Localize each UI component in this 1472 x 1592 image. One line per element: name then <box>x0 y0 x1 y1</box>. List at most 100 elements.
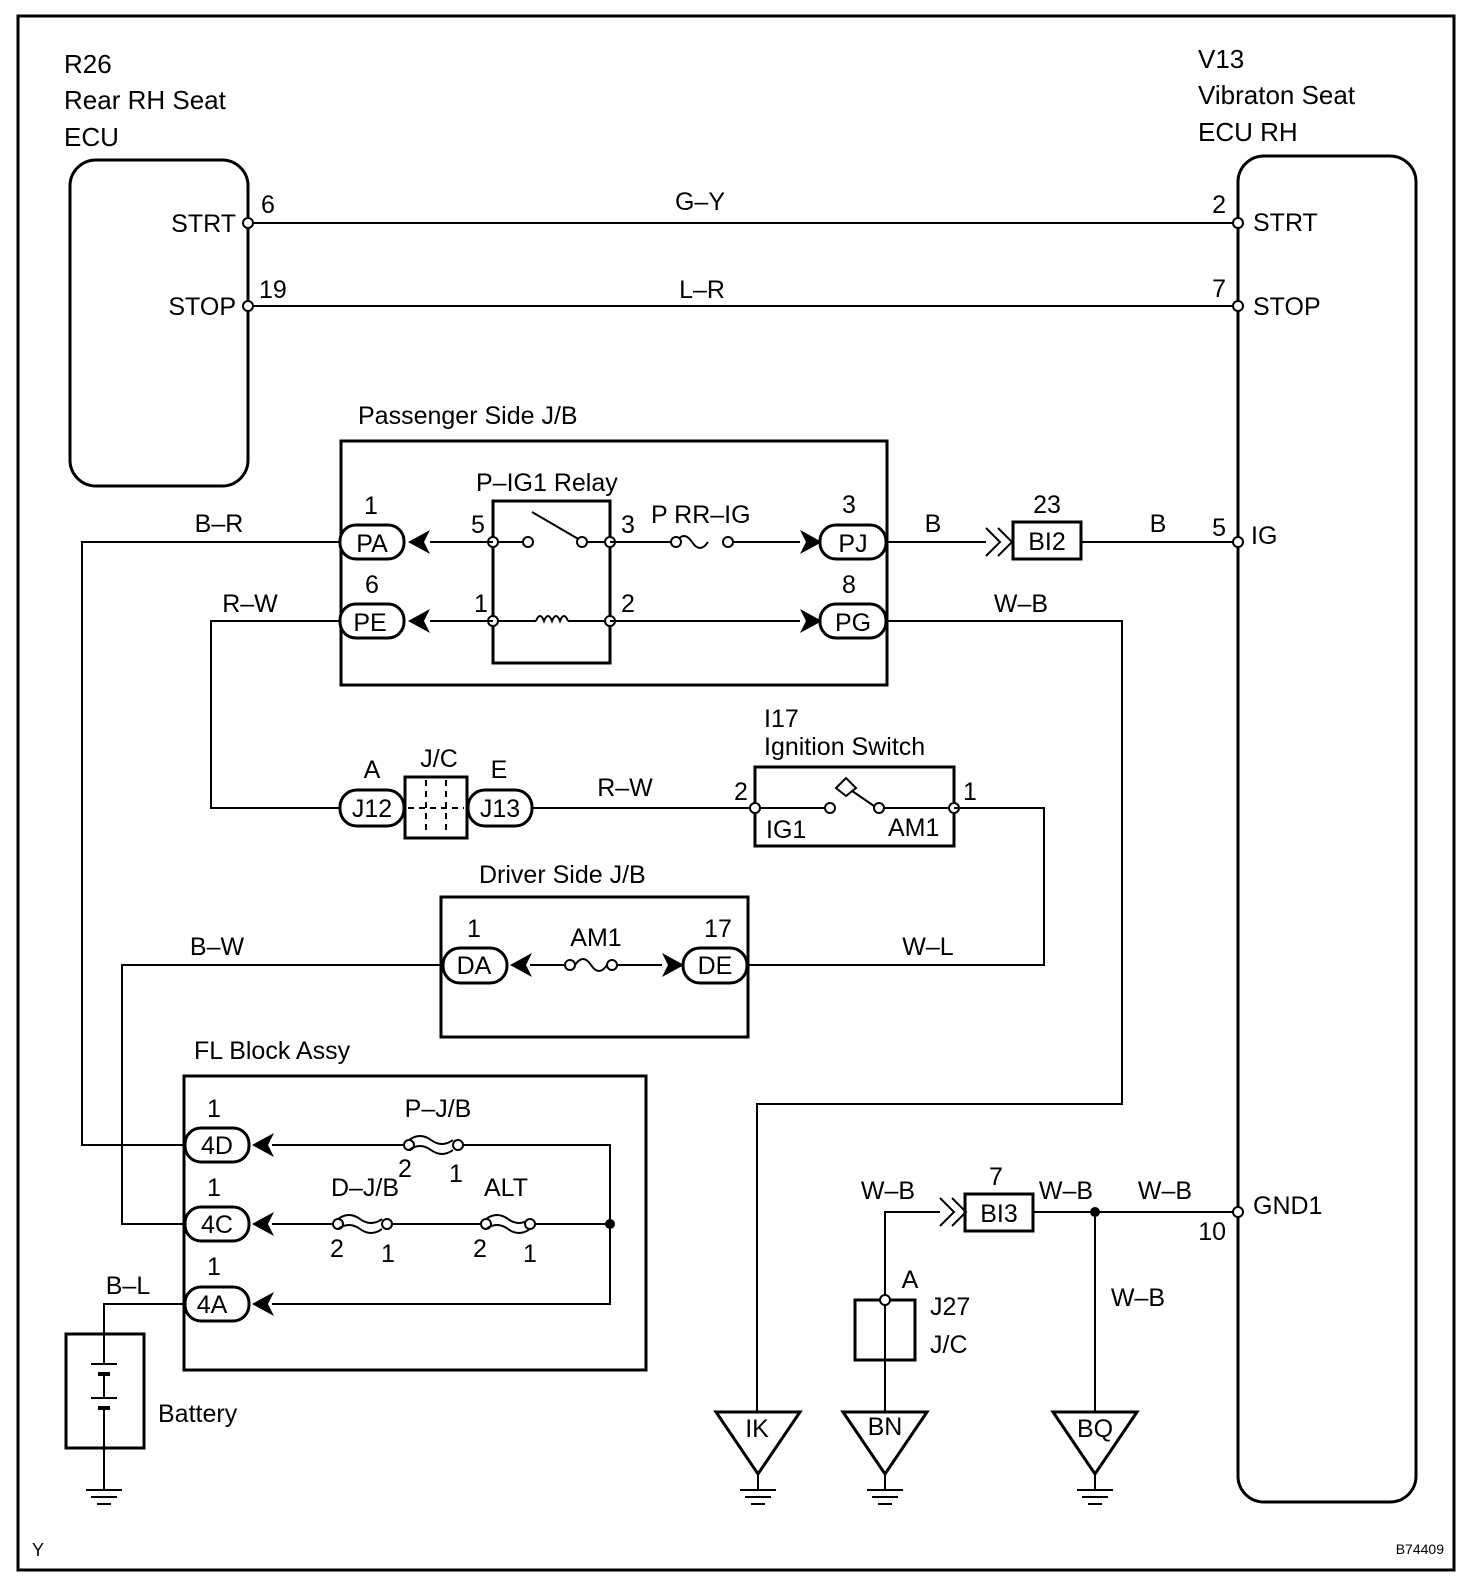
i17-pin2 <box>749 802 761 814</box>
i17-pin2-num: 2 <box>734 778 748 806</box>
djb-title: Driver Side J/B <box>479 861 646 889</box>
jc-title: J/C <box>420 745 458 773</box>
relay-coil <box>535 615 569 624</box>
r26-body <box>68 158 250 488</box>
connector-pa-pin: 1 <box>364 492 378 520</box>
wire-lr-label: L–R <box>679 276 725 304</box>
ground-ik: IK <box>713 1410 803 1505</box>
battery: Battery <box>64 1332 238 1505</box>
ground-bq-icon <box>1077 1489 1113 1505</box>
r26-stop-terminal <box>242 300 254 312</box>
v13-pin-stop: STOP <box>1253 293 1321 321</box>
relay-pin1-num: 1 <box>474 590 488 618</box>
fuse-djb-pin2-num: 2 <box>330 1235 344 1263</box>
j27-terminal <box>879 1294 891 1306</box>
wire-rw2-label: R–W <box>597 774 653 802</box>
v13-name-line1: Vibraton Seat <box>1198 80 1356 110</box>
connector-pg-pin: 8 <box>842 571 856 599</box>
i17-name: Ignition Switch <box>764 733 925 761</box>
bi2-pin: 23 <box>1033 491 1061 519</box>
r26-pin-strt: STRT <box>171 210 236 238</box>
i17-ig1: IG1 <box>766 816 806 844</box>
v13-pin-gnd-num: 10 <box>1198 1218 1226 1246</box>
j27-junction: A J27 J/C <box>853 1266 970 1412</box>
fuse-p-rr-ig-label: P RR–IG <box>651 501 751 529</box>
wire-bl-label: B–L <box>106 1272 151 1300</box>
v13-body <box>1236 154 1418 1504</box>
ground-bn: BN <box>840 1410 930 1505</box>
connector-4d <box>183 1126 251 1164</box>
ignition-switch: I17 Ignition Switch 2 1 IG1 AM1 <box>734 705 977 848</box>
ground-bq-label: BQ <box>1077 1415 1113 1443</box>
fuse-alt <box>485 1214 531 1234</box>
bi2-arrow <box>985 527 1014 557</box>
wire-rw1 <box>210 620 340 809</box>
relay-contact-right <box>576 536 588 548</box>
ground-bn-triangle <box>840 1410 930 1477</box>
connector-pj-arrow <box>800 530 822 554</box>
connector-de-pin: 17 <box>704 915 732 943</box>
i17-pin1-num: 1 <box>963 778 977 806</box>
relay-pin5-num: 5 <box>471 511 485 539</box>
connector-pe-label: PE <box>353 609 386 637</box>
ground-ik-triangle <box>713 1410 803 1477</box>
j27-code: J27 <box>930 1293 970 1321</box>
connector-4d-arrow <box>252 1133 274 1157</box>
fuse-p-rr-ig-l <box>670 536 682 548</box>
connector-pg-arrow <box>800 609 822 633</box>
v13-ecu: V13 Vibraton Seat ECU RH STRT STOP IG GN… <box>1198 44 1418 1504</box>
battery-label: Battery <box>158 1400 238 1428</box>
connector-de <box>681 946 749 985</box>
wire-br-label: B–R <box>195 510 244 538</box>
r26-ecu: R26 Rear RH Seat ECU STRT STOP 6 19 <box>64 49 287 488</box>
i17-contact-r <box>873 802 885 814</box>
v13-pin-strt: STRT <box>1253 209 1318 237</box>
wire-wb5-label: W–B <box>1111 1284 1165 1312</box>
v13-pin-strt-num: 2 <box>1212 191 1226 219</box>
junction-connector: A J/C E J12 J13 <box>338 745 534 840</box>
connector-4c-label: 4C <box>201 1211 233 1239</box>
v13-ig-terminal <box>1232 536 1244 548</box>
driver-side-jb: Driver Side J/B DA 1 AM1 DE 17 <box>439 861 750 1039</box>
fuse-am1-r <box>606 959 618 971</box>
jc-e-label: E <box>491 756 508 784</box>
fuse-am1-label: AM1 <box>570 924 621 952</box>
ground-ik-icon <box>740 1489 776 1505</box>
v13-name-line2: ECU RH <box>1198 117 1298 147</box>
wire-gy-label: G–Y <box>675 188 725 216</box>
wire-wb1-label: W–B <box>994 590 1048 618</box>
wire-bw <box>121 964 443 1225</box>
relay-box <box>491 499 612 665</box>
fl-block-assy: FL Block Assy 4D 1 4C 1 4A 1 P–J/B 2 1 <box>182 1037 648 1372</box>
i17-switch-knob <box>834 776 858 798</box>
fuse-pjb-pin1-num: 1 <box>449 1160 463 1188</box>
connector-4a-label: 4A <box>197 1291 228 1319</box>
v13-strt-terminal <box>1232 217 1244 229</box>
connector-4c-pin: 1 <box>207 1174 221 1202</box>
wire-b2-label: B <box>1150 510 1167 538</box>
connector-pa-arrow <box>408 530 430 554</box>
fuse-djb-pin1-num: 1 <box>381 1240 395 1268</box>
pjb-box <box>339 439 889 687</box>
connector-4a-pin: 1 <box>207 1253 221 1281</box>
fuse-alt-label: ALT <box>484 1174 528 1202</box>
wire-wl <box>748 807 1045 966</box>
i17-am1: AM1 <box>888 814 939 842</box>
r26-pin-stop-num: 19 <box>259 276 287 304</box>
bi3-arrow <box>939 1197 968 1227</box>
bi2-label: BI2 <box>1028 528 1066 556</box>
ground-ik-label: IK <box>745 1415 769 1443</box>
j27-name: J/C <box>930 1331 968 1359</box>
r26-strt-terminal <box>242 217 254 229</box>
connector-4d-label: 4D <box>201 1132 233 1160</box>
wire-wb2 <box>884 1211 940 1295</box>
fl-title: FL Block Assy <box>194 1037 351 1065</box>
wire-wl-label: W–L <box>902 933 954 961</box>
jc-a-label: A <box>364 756 381 784</box>
connector-4d-pin: 1 <box>207 1095 221 1123</box>
connector-pa-label: PA <box>356 530 388 558</box>
wire-br <box>81 541 340 1146</box>
connector-pe-pin: 6 <box>365 571 379 599</box>
wire-bl <box>103 1303 185 1334</box>
